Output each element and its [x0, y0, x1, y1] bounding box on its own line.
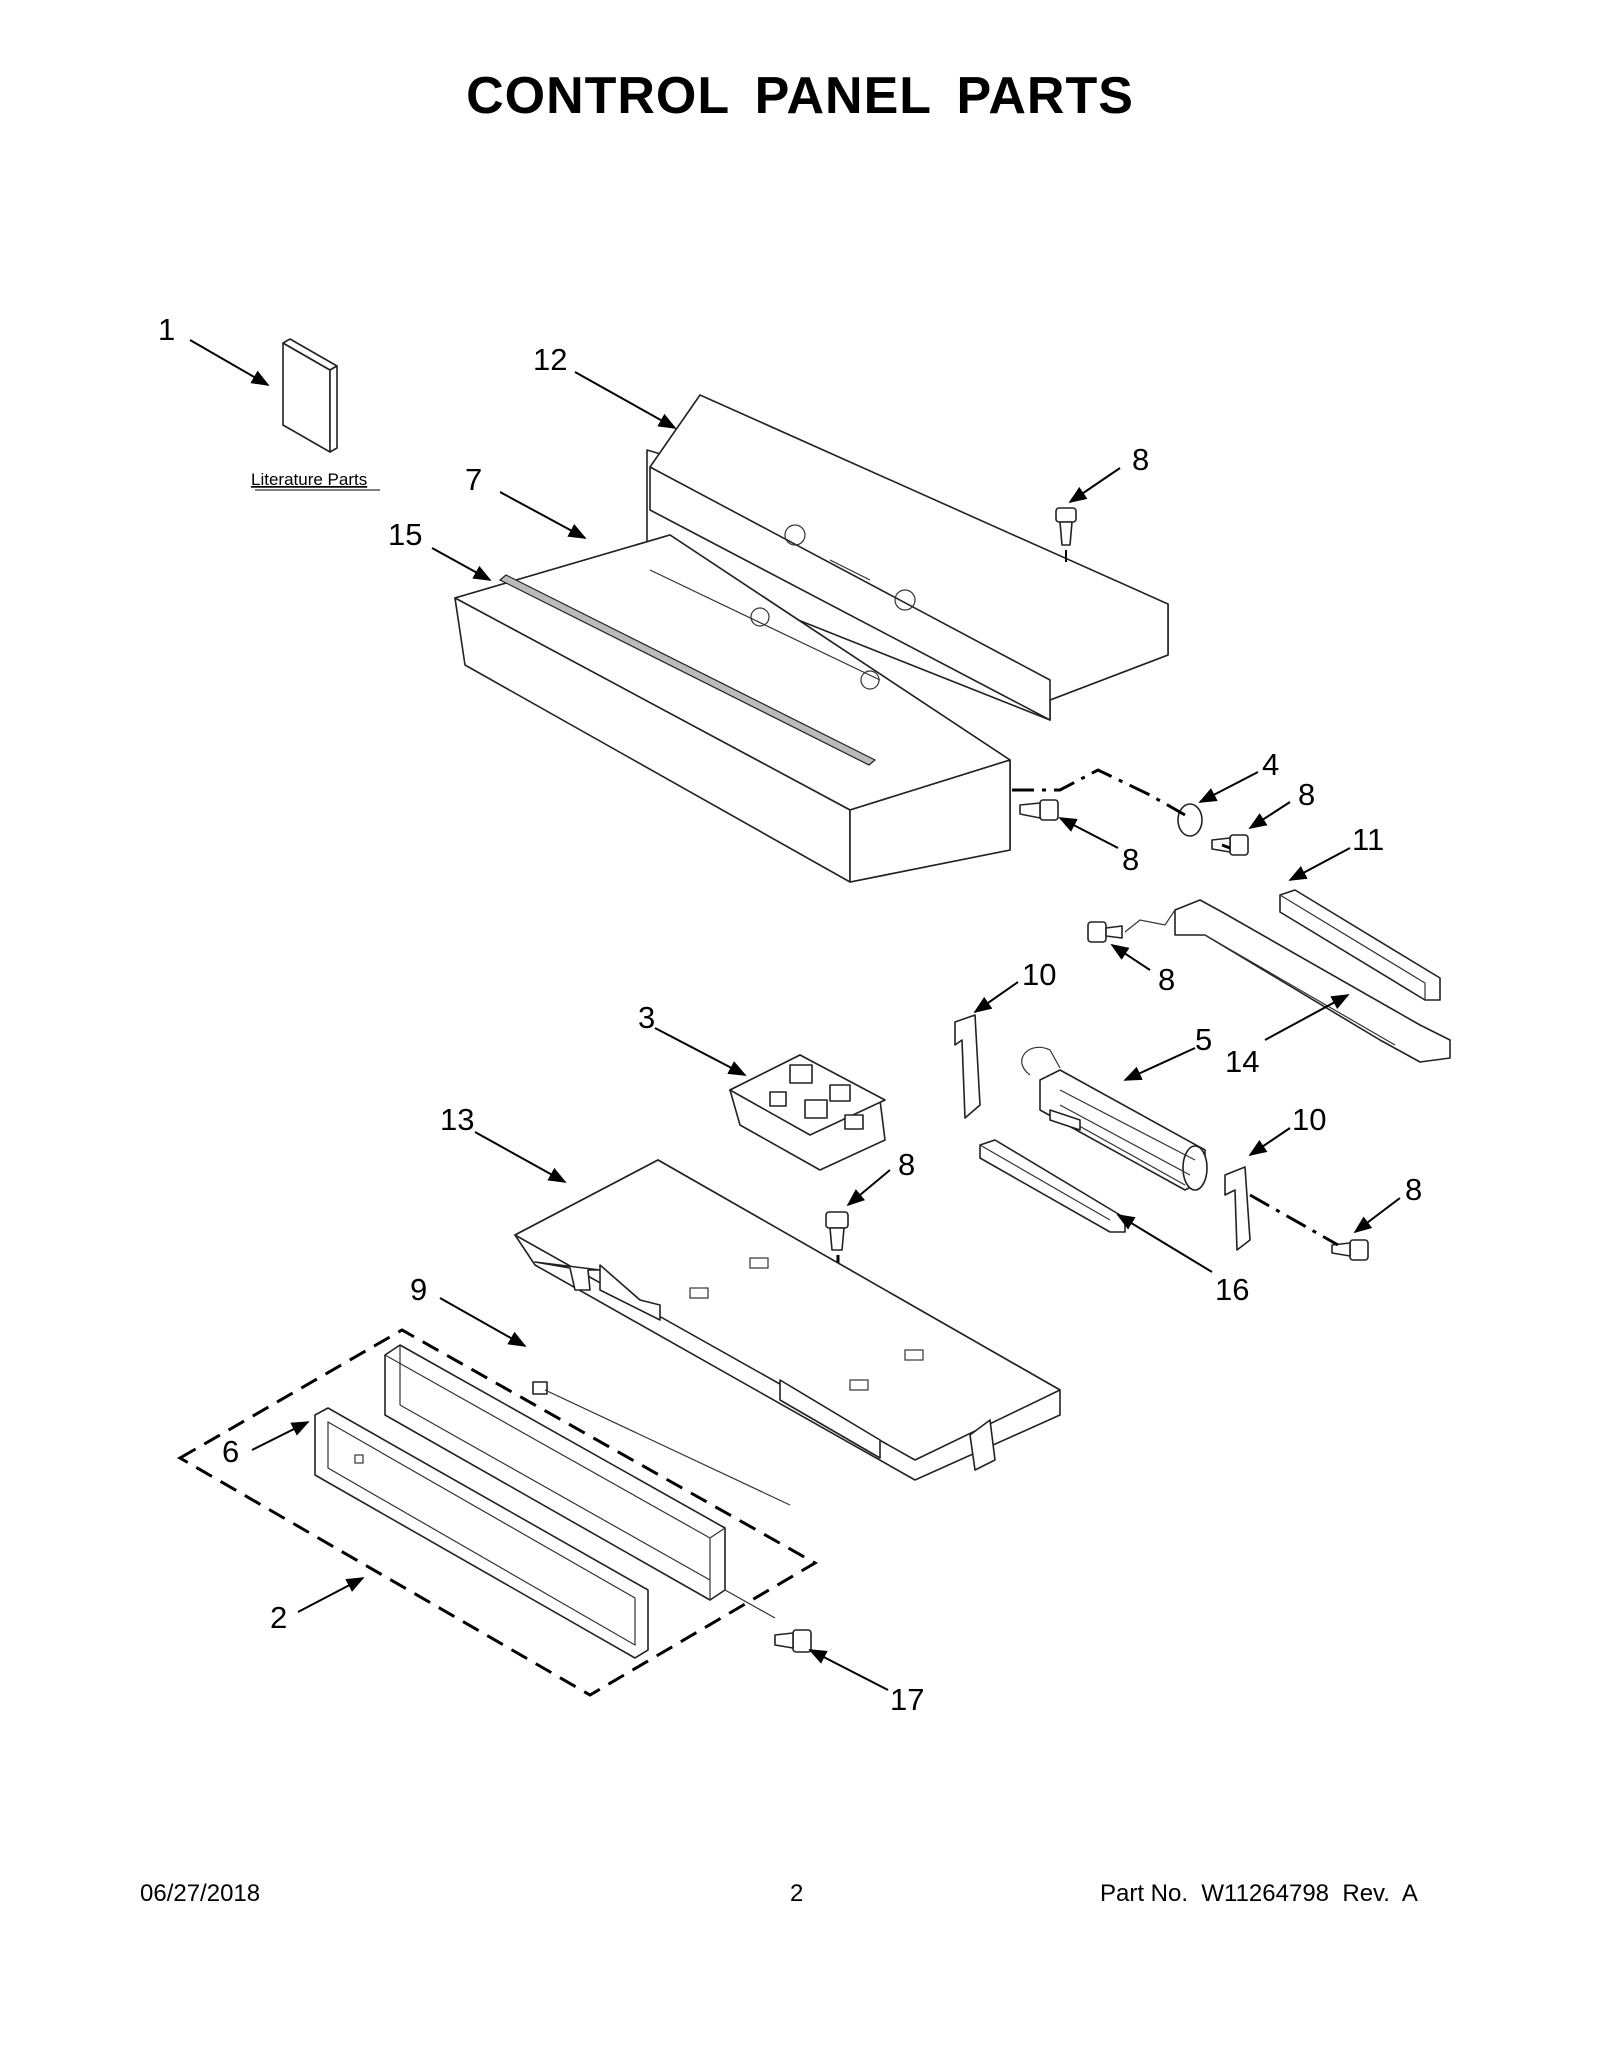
callout-10: 10 — [1292, 1102, 1326, 1137]
callout-10: 10 — [1022, 957, 1056, 992]
callout-8: 8 — [898, 1147, 915, 1182]
callout-14: 14 — [1225, 1044, 1259, 1079]
callout-8: 8 — [1122, 842, 1139, 877]
footer-date: 06/27/2018 — [140, 1880, 261, 1907]
screw-8-washer — [1211, 834, 1249, 856]
callout-6: 6 — [222, 1434, 239, 1469]
literature-booklet — [255, 338, 380, 491]
footer-part-number: Part No. W11264798 Rev. A — [1100, 1880, 1418, 1907]
callout-8: 8 — [1158, 962, 1175, 997]
callout-8: 8 — [1298, 777, 1315, 812]
foam-strip-top — [1279, 889, 1441, 1001]
callout-8: 8 — [1132, 442, 1149, 477]
screw-8-top — [1055, 507, 1077, 562]
callout-17: 17 — [890, 1682, 924, 1717]
literature-parts-label: Literature Parts — [251, 470, 367, 489]
base-plate — [514, 1159, 1061, 1481]
side-bracket-right — [1224, 1166, 1251, 1251]
screw-8-panel — [825, 1211, 849, 1251]
foam-strip-bottom — [979, 1139, 1126, 1233]
side-bracket-left — [954, 1014, 981, 1119]
control-board — [729, 1054, 886, 1171]
callout-2: 2 — [270, 1600, 287, 1635]
callout-3: 3 — [638, 1000, 655, 1035]
leader-lines — [189, 339, 1401, 1691]
callout-15: 15 — [388, 517, 422, 552]
callout-4: 4 — [1262, 747, 1279, 782]
screw-8-box-side — [1019, 799, 1059, 821]
screw-17 — [724, 1589, 812, 1653]
clip — [532, 1381, 791, 1506]
callout-5: 5 — [1195, 1022, 1212, 1057]
top-shield — [646, 394, 1169, 721]
washer — [1177, 803, 1203, 837]
callout-16: 16 — [1215, 1272, 1249, 1307]
screw-8-right — [1331, 1239, 1369, 1261]
callout-1: 1 — [158, 312, 175, 347]
page-title: CONTROL PANEL PARTS — [466, 67, 1134, 125]
mounting-bracket — [1124, 899, 1451, 1063]
callout-12: 12 — [533, 342, 567, 377]
footer-page-number: 2 — [790, 1880, 804, 1907]
callout-7: 7 — [465, 462, 482, 497]
control-panel-assembly — [176, 1328, 819, 1697]
callout-8: 8 — [1405, 1172, 1422, 1207]
blower-fan — [1021, 1046, 1208, 1191]
callout-13: 13 — [440, 1102, 474, 1137]
trim-strip — [498, 574, 877, 766]
screw-8-bracket — [1087, 921, 1123, 943]
callout-11: 11 — [1352, 822, 1384, 857]
callout-9: 9 — [410, 1272, 427, 1307]
